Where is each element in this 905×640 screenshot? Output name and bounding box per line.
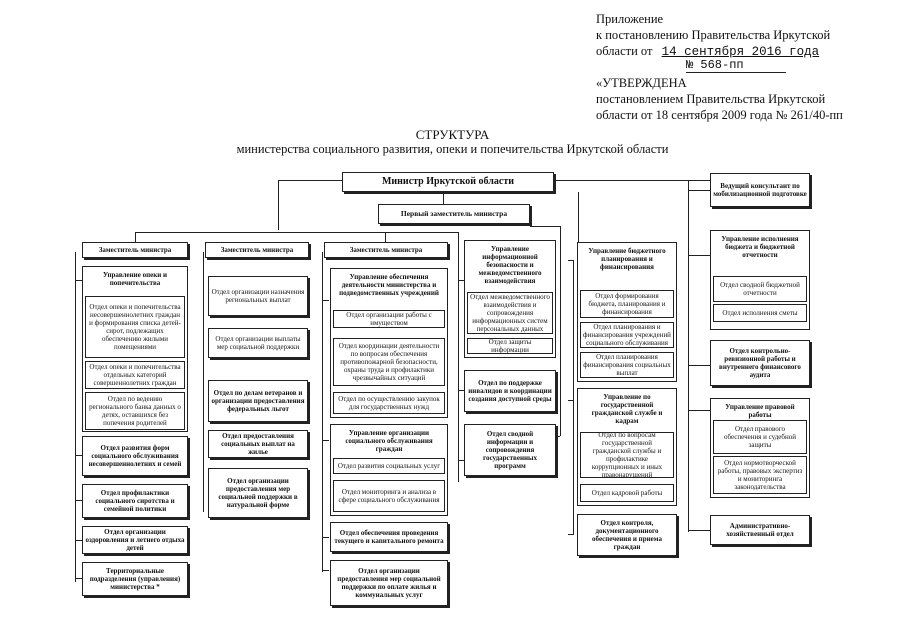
line-minister-right <box>553 180 710 182</box>
hr-box: Отдел кадровой работы <box>580 484 674 502</box>
stamp-number: № 568-пп <box>686 58 786 73</box>
col3-deputy-box: Заместитель министра <box>324 242 448 258</box>
tick <box>76 280 82 282</box>
social-support-box: Отдел организации выплаты мер социальной… <box>208 328 308 358</box>
legal-support-box: Отдел правового обеспечения и судебной з… <box>713 420 807 454</box>
admin-box: Административно-хозяйственный отдел <box>710 515 810 545</box>
planning-inst-box: Отдел планирования и финансирования учре… <box>580 322 674 348</box>
line-col4-a <box>458 280 464 282</box>
tick <box>568 400 574 402</box>
estimate-box: Отдел исполнения сметы <box>713 304 807 322</box>
line-col2-drop <box>278 180 280 230</box>
doc-control-box: Отдел контроля, документационного обеспе… <box>577 514 677 556</box>
line-to-budget-exec <box>688 255 710 257</box>
line-col3-spine <box>322 252 324 572</box>
budget-exec-title: Управление исполнения бюджета и бюджетно… <box>721 235 799 259</box>
tick <box>323 570 329 572</box>
appendix-label: Приложение <box>596 12 664 26</box>
line-first-spine <box>560 226 562 436</box>
line-col4-b <box>458 390 464 392</box>
page-subtitle: министерства социального развития, опеки… <box>236 142 669 156</box>
tick <box>76 540 82 542</box>
line-col4-spine <box>458 232 460 482</box>
tick <box>76 578 82 580</box>
line-first-tail <box>555 436 560 438</box>
interagency-box: Отдел межведомственного взаимодействия и… <box>467 292 553 334</box>
recreation-box: Отдел организации оздоровления и летнего… <box>82 526 188 554</box>
line-col4-c <box>458 460 464 462</box>
utilities-box: Отдел организации предоставления мер соц… <box>330 560 448 606</box>
line-col1-spine <box>75 252 77 582</box>
coordination-box: Отдел координации деятельности по вопрос… <box>333 338 445 386</box>
line-right-spine <box>688 180 690 532</box>
disabled-box: Отдел по поддержке инвалидов и координац… <box>464 370 556 412</box>
line-deputies-bar <box>135 232 458 234</box>
anticorr-box: Отдел по вопросам государственной гражда… <box>580 432 674 478</box>
control-audit-box: Отдел контрольно-ревизионной работы и вн… <box>710 340 810 386</box>
in-kind-box: Отдел организации предоставления мер соц… <box>208 468 308 518</box>
line-minister-left <box>278 180 342 182</box>
formation-box: Отдел формирования бюджета, планирования… <box>580 290 674 318</box>
line-to-admin <box>688 530 710 532</box>
norm-box: Отдел нормотворческой работы, правовых э… <box>713 456 807 494</box>
stamp-date: 14 сентября 2016 года <box>661 45 820 59</box>
appendix-decree: к постановлению Правительства Иркутской <box>596 28 831 42</box>
appendix-date-line: области от 14 сентября 2016 года <box>596 44 819 60</box>
line-to-legal <box>688 410 710 412</box>
line-to-consultant <box>688 190 710 192</box>
forms-box: Отдел развития форм социального обслужив… <box>82 436 188 476</box>
budget-planning-title: Управление бюджетного планирования и фин… <box>588 247 666 271</box>
civil-service-title: Управление по государственной гражданско… <box>591 393 663 425</box>
provision-title: Управление обеспечения деятельности мини… <box>339 273 439 297</box>
infosec-title: Управление информационной безопасности и… <box>478 245 542 285</box>
procurement-box: Отдел по осуществлению закупок для госуд… <box>333 392 445 414</box>
prevention-box: Отдел профилактики социального сиротства… <box>82 484 188 518</box>
line-to-audit <box>688 365 710 367</box>
budget-report-box: Отдел сводной бюджетной отчетности <box>713 276 807 302</box>
guardianship-item-3: Отдел по ведению регионального банка дан… <box>85 392 185 430</box>
line-dep3 <box>385 232 387 242</box>
guardianship-title: Управление опеки и попечительства <box>102 271 168 287</box>
col2-deputy-box: Заместитель министра <box>205 242 309 258</box>
veterans-box: Отдел по делам ветеранов и организации п… <box>208 380 308 422</box>
line-to-col5 <box>578 192 580 242</box>
tick <box>76 500 82 502</box>
tick <box>76 455 82 457</box>
property-box: Отдел организации работы с имуществом <box>333 310 445 328</box>
guardianship-item-1: Отдел опеки и попечительства несовершенн… <box>85 296 185 358</box>
line-col2-spine <box>203 252 205 512</box>
planning-pay-box: Отдел планирования финансирования социал… <box>580 352 674 378</box>
approved-label: «УТВЕРЖДЕНА <box>596 76 687 90</box>
tick <box>568 260 574 262</box>
protection-box: Отдел защиты информации <box>467 338 553 354</box>
territorial-box: Территориальные подразделения (управлени… <box>82 562 188 596</box>
housing-box: Отдел предоставления социальных выплат н… <box>208 430 308 458</box>
tick <box>323 537 329 539</box>
legal-title: Управление правовой работы <box>725 403 795 419</box>
page-title: СТРУКТУРА <box>415 127 490 142</box>
date-prefix: области от <box>596 44 653 58</box>
minister-box: Министр Иркутской области <box>342 172 554 192</box>
soc-dev-box: Отдел развития социальных услуг <box>333 458 445 474</box>
consultant-box: Ведущий консультант по мобилизационной п… <box>710 173 810 207</box>
tick <box>323 300 329 302</box>
approved-decree: постановлением Правительства Иркутской <box>596 92 826 106</box>
approved-date: области от 18 сентября 2009 года № 261/4… <box>596 108 843 122</box>
tick <box>323 440 329 442</box>
soc-service-title: Управление организации социального обслу… <box>345 429 433 453</box>
tick <box>568 534 574 536</box>
repair-box: Отдел обеспечения проведения текущего и … <box>330 522 448 552</box>
first-deputy-box: Первый заместитель министра <box>378 204 530 224</box>
line-dep1 <box>135 232 137 242</box>
line-minister-first <box>443 192 445 204</box>
programs-box: Отдел сводной информации и сопровождения… <box>464 424 556 476</box>
col1-deputy-box: Заместитель министра <box>82 242 188 258</box>
monitoring-box: Отдел мониторинга и анализа в сфере соци… <box>333 480 445 512</box>
line-col5-spine <box>573 260 575 535</box>
guardianship-item-2: Отдел опеки и попечительства отдельных к… <box>85 361 185 389</box>
regional-payments-box: Отдел организации назначения региональны… <box>208 276 308 316</box>
line-first-right <box>530 226 560 228</box>
